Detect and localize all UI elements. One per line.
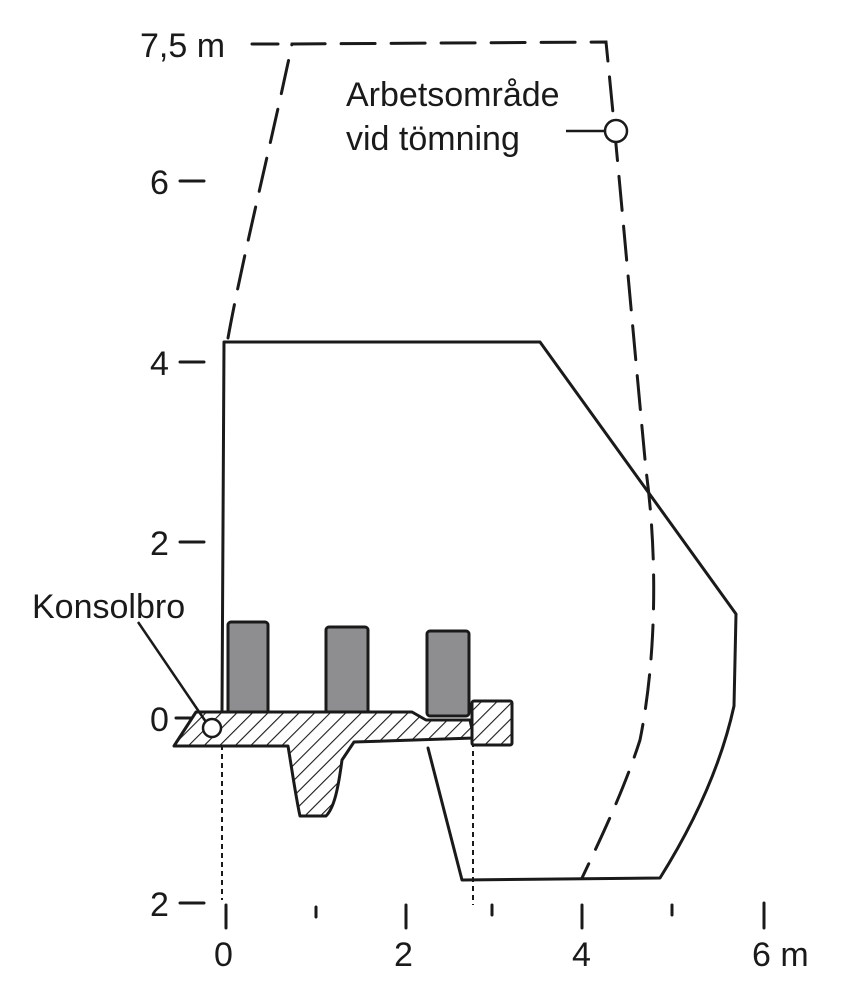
console-bridge-end-block bbox=[470, 699, 514, 747]
bridge-leader bbox=[136, 621, 208, 723]
work-area-label-line2: vid tömning bbox=[346, 120, 520, 158]
bridge-label: Konsolbro bbox=[32, 588, 185, 626]
x-label-6: 6 m bbox=[752, 936, 809, 974]
work-area-emptying-outline bbox=[226, 40, 656, 880]
container-3 bbox=[425, 629, 471, 718]
y-label-0: 0 bbox=[150, 701, 169, 739]
y-axis: 7,5 m 6 4 2 0 2 bbox=[140, 27, 280, 924]
y-label-6: 6 bbox=[150, 164, 169, 202]
x-label-4: 4 bbox=[572, 936, 591, 974]
container-2 bbox=[324, 625, 370, 716]
y-label-4: 4 bbox=[150, 345, 169, 383]
bridge-marker bbox=[201, 717, 223, 739]
work-area-outline bbox=[220, 340, 738, 882]
work-area-label-line1: Arbetsområde bbox=[346, 76, 560, 114]
x-label-2: 2 bbox=[394, 936, 413, 974]
work-area-marker bbox=[603, 118, 629, 144]
y-label-2: 2 bbox=[150, 525, 169, 563]
y-label-minus-2: 2 bbox=[150, 886, 169, 924]
x-label-0: 0 bbox=[214, 936, 233, 974]
x-axis: 0 2 4 6 m bbox=[214, 901, 809, 974]
container-1 bbox=[226, 620, 270, 716]
y-label-7-5: 7,5 m bbox=[140, 27, 225, 65]
